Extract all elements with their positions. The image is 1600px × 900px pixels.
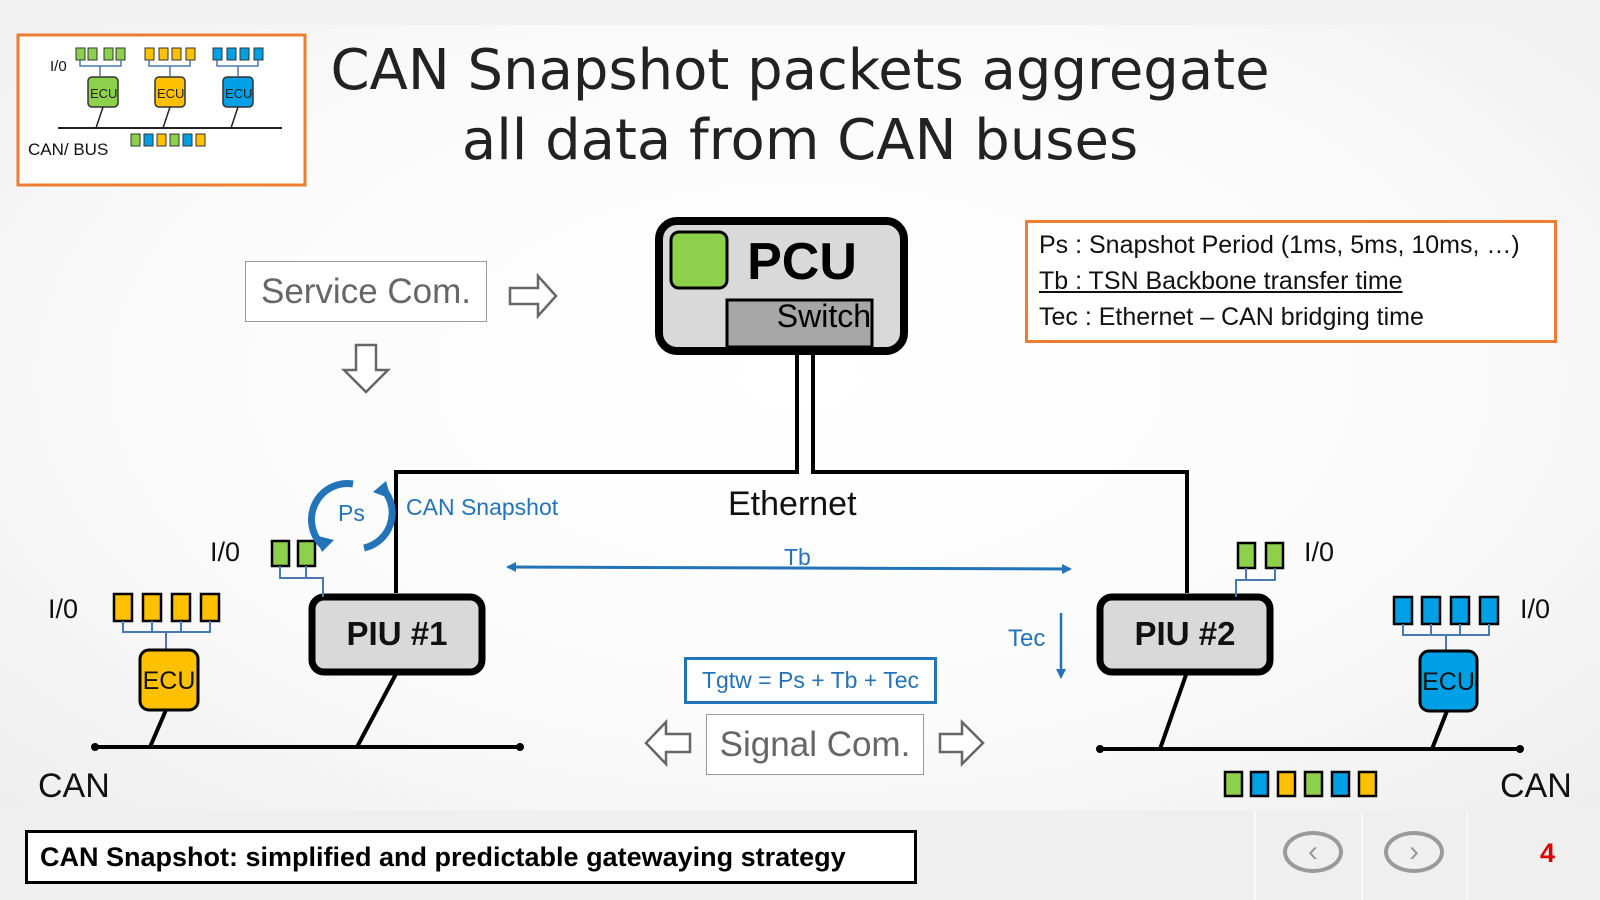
left-can-bus (91, 671, 524, 751)
tb-arrow (506, 562, 1072, 574)
legend-tec: Tec : Ethernet – CAN bridging time (1039, 303, 1424, 331)
chevron-right-icon: › (1409, 835, 1419, 868)
tec-label: Tec (1008, 625, 1046, 652)
down-arrow-icon (340, 343, 392, 394)
left-can-label: CAN (38, 767, 110, 805)
page-title-line1: CAN Snapshot packets aggregate (330, 38, 1270, 103)
thumbnail-bus-packets (130, 133, 206, 147)
legend-tb: Tb : TSN Backbone transfer time (1039, 267, 1403, 295)
ethernet-links (394, 351, 1189, 593)
thumbnail-ecu-label-blue: ECU (225, 86, 253, 101)
right-ecu-cluster (1392, 595, 1500, 713)
right-can-label: CAN (1500, 767, 1572, 805)
legend-box: Ps : Snapshot Period (1ms, 5ms, 10ms, …)… (1025, 220, 1557, 343)
prev-slide-button[interactable]: ‹ (1283, 831, 1343, 873)
piu1-io-squares (270, 539, 324, 597)
ethernet-label: Ethernet (728, 485, 857, 523)
right-arrow-icon (508, 272, 558, 320)
tb-label: Tb (784, 544, 811, 570)
snapshot-packets (1223, 770, 1378, 798)
thumbnail-io-squares (75, 47, 264, 61)
pcu-box (655, 217, 908, 355)
left-ecu-label: ECU (142, 667, 196, 695)
left-ecu-io-label: I/0 (48, 594, 79, 624)
page-title: CAN Snapshot packets aggregate all data … (320, 36, 1280, 176)
piu2-io-label: I/0 (1304, 537, 1335, 567)
page-title-line2: all data from CAN buses (461, 108, 1139, 173)
thumbnail-ecu-label-yellow: ECU (157, 86, 185, 101)
left-ecu-cluster (112, 592, 221, 712)
ps-label: Ps (338, 500, 365, 526)
chevron-left-icon: ‹ (1308, 835, 1318, 868)
piu2-label: PIU #2 (1134, 615, 1236, 652)
right-arrow-icon (938, 718, 985, 768)
can-snapshot-label: CAN Snapshot (406, 494, 559, 520)
legend-ps: Ps : Snapshot Period (1ms, 5ms, 10ms, …) (1039, 231, 1520, 259)
thumbnail-ecu-label-green: ECU (90, 86, 118, 101)
piu1-label: PIU #1 (346, 615, 448, 652)
pcu-label: PCU (747, 233, 857, 291)
formula-box: Tgtw = Ps + Tb + Tec (684, 657, 937, 704)
conclusion-box: CAN Snapshot: simplified and predictable… (25, 830, 917, 884)
left-arrow-icon (644, 718, 692, 768)
slide-number: 4 (1540, 838, 1556, 868)
right-ecu-io-label: I/0 (1520, 594, 1551, 624)
refresh-cycle-icon (307, 480, 396, 552)
thumbnail-io-label: I/0 (50, 58, 67, 75)
right-ecu-label: ECU (1422, 668, 1475, 696)
piu1-io-label: I/0 (210, 537, 241, 567)
pcu-switch-label: Switch (776, 298, 871, 334)
right-can-bus (1096, 671, 1524, 753)
signal-com-box: Signal Com. (706, 714, 924, 775)
thumbnail-bus-label: CAN/ BUS (28, 140, 109, 159)
next-slide-button[interactable]: › (1384, 831, 1444, 873)
thumbnail-diagram (16, 33, 307, 187)
service-com-box: Service Com. (245, 261, 487, 322)
piu2-io-squares (1235, 541, 1285, 597)
